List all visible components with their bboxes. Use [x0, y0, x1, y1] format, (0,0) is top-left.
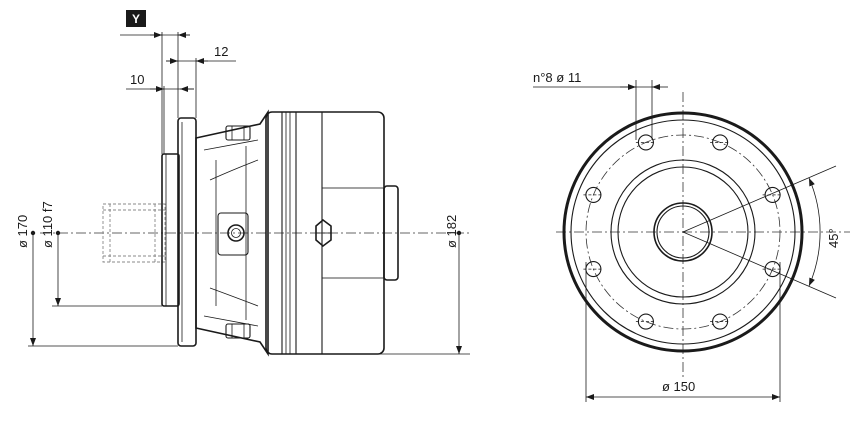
- datum-y-label: Y: [132, 12, 140, 26]
- hex-plug: [315, 218, 332, 248]
- dim-d182-label: ø 182: [444, 215, 459, 248]
- flange-outer-circle: [562, 111, 804, 353]
- dim-10-label: 10: [130, 72, 144, 87]
- bolt-head-bottom: [225, 323, 251, 339]
- side-port-block: [217, 212, 249, 256]
- dim-d170-label: ø 170: [15, 215, 30, 248]
- angle-label: 45°: [826, 228, 841, 248]
- dim-12-label: 12: [214, 44, 228, 59]
- side-port: [227, 224, 245, 242]
- datum-y-box: [126, 10, 146, 27]
- bolt-head-top: [225, 125, 251, 141]
- bore-circle: [653, 202, 713, 262]
- side-view: Y 12 10 ø 170 ø 110 f7 ø 182: [15, 10, 470, 357]
- dim-d150-label: ø 150: [662, 379, 695, 394]
- mounting-flange: [177, 117, 197, 347]
- tapered-housing: [195, 109, 269, 357]
- pilot-circle: [610, 159, 756, 305]
- dim-d110-label: ø 110 f7: [40, 201, 55, 248]
- body-circle: [570, 119, 796, 345]
- pilot-spigot: [161, 153, 180, 307]
- holes-label: n°8 ø 11: [533, 70, 581, 85]
- front-view: n°8 ø 11 45° ø 150: [533, 70, 850, 402]
- angle-arc: [808, 177, 821, 287]
- bolt-circle: [585, 134, 781, 330]
- shaft-outline: [102, 203, 166, 263]
